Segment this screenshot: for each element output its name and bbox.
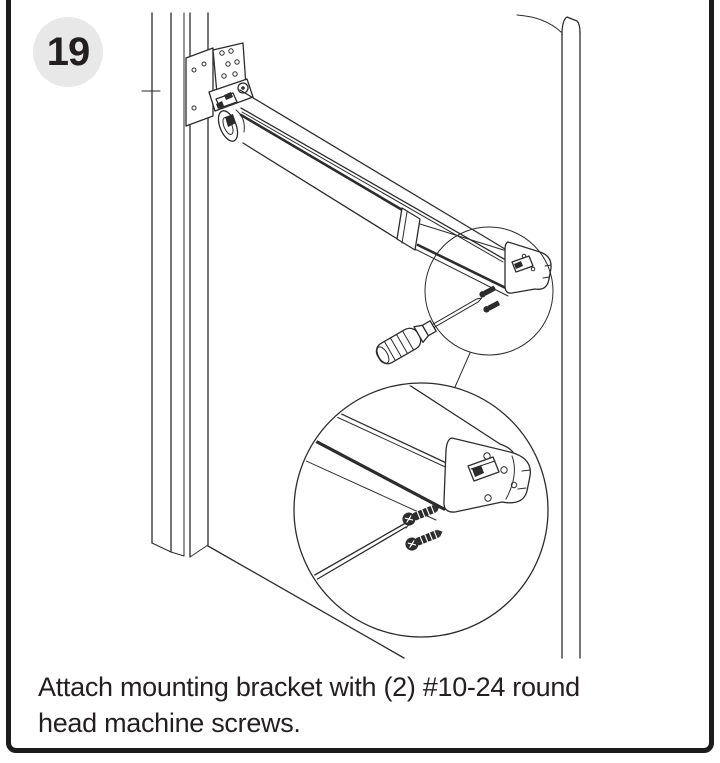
screwdriver-tip-zoom xyxy=(305,521,412,585)
zoom-detail-circle xyxy=(293,382,549,638)
screwdriver xyxy=(375,297,483,365)
caption-line-1: Attach mounting bracket with (2) #10-24 … xyxy=(38,672,580,702)
floor-line xyxy=(207,545,405,659)
caption: Attach mounting bracket with (2) #10-24 … xyxy=(38,669,683,741)
callout-leader-line xyxy=(454,352,471,388)
machine-screw-zoom xyxy=(402,504,440,526)
door-edge xyxy=(516,14,581,659)
operator-arm xyxy=(239,89,552,297)
step-number-badge: 19 xyxy=(33,17,103,87)
mounting-bracket xyxy=(504,241,552,294)
hinge-assembly xyxy=(185,42,254,142)
caption-line-2: head machine screws. xyxy=(38,708,301,738)
machine-screws xyxy=(479,285,500,313)
zoom-detail-content xyxy=(296,385,531,585)
machine-screw-zoom xyxy=(405,529,443,551)
callout-circle xyxy=(424,226,554,356)
step-number: 19 xyxy=(46,29,90,74)
